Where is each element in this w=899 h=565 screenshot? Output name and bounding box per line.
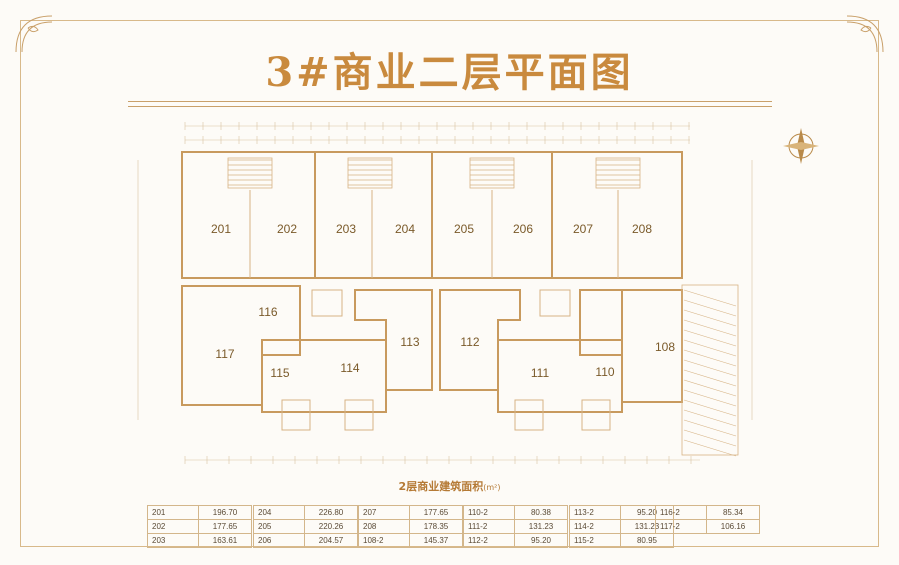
unit-number-cell: 111-2 (463, 519, 515, 534)
unit-label-207: 207 (573, 222, 593, 236)
area-value-cell: 80.38 (514, 505, 568, 520)
unit-number-cell: 115-2 (569, 533, 621, 548)
upper-shops-walls (181, 151, 683, 279)
corner-ornament-top-right (846, 15, 884, 53)
unit-number-cell: 203 (147, 533, 199, 548)
unit-number-cell: 116-2 (655, 505, 707, 520)
unit-number-cell: 201 (147, 505, 199, 520)
upper-shops-partitions (249, 190, 619, 278)
compass-rose-icon (783, 128, 819, 164)
unit-number-cell: 206 (253, 533, 305, 548)
lower-units-walls (181, 285, 683, 413)
unit-number-cell: 112-2 (463, 533, 515, 548)
unit-number-cell: 202 (147, 519, 199, 534)
unit-label-110: 110 (595, 365, 614, 379)
unit-label-117: 117 (215, 347, 234, 361)
area-value-cell: 85.34 (706, 505, 760, 520)
area-value-cell: 131.23 (514, 519, 568, 534)
unit-label-112: 112 (460, 335, 479, 349)
area-value-cell: 204.57 (304, 533, 358, 548)
unit-label-201: 201 (211, 222, 231, 236)
unit-number-cell: 117-2 (655, 519, 707, 534)
stair-cores-upper (227, 157, 641, 189)
area-value-cell: 145.37 (409, 533, 463, 548)
area-table-heading: 2层商业建筑面积 (398, 480, 484, 493)
area-unit: (m²) (483, 483, 501, 492)
title-divider (128, 101, 772, 107)
dimension-lines (137, 125, 753, 461)
area-value-cell: 106.16 (706, 519, 760, 534)
unit-label-202: 202 (277, 222, 297, 236)
area-value-cell: 178.35 (409, 519, 463, 534)
ramp-hatch (681, 284, 739, 456)
unit-number-cell: 204 (253, 505, 305, 520)
unit-number-cell: 113-2 (569, 505, 621, 520)
unit-label-108: 108 (655, 340, 675, 354)
unit-label-205: 205 (454, 222, 474, 236)
unit-number-cell: 208 (358, 519, 410, 534)
unit-number-cell: 108-2 (358, 533, 410, 548)
unit-label-115: 115 (270, 366, 289, 380)
unit-label-111: 111 (531, 366, 550, 380)
unit-label-204: 204 (395, 222, 415, 236)
area-value-cell: 95.20 (514, 533, 568, 548)
area-value-cell: 80.95 (620, 533, 674, 548)
area-table-title: 2层商业建筑面积(m²) (0, 478, 899, 494)
unit-label-208: 208 (632, 222, 652, 236)
corner-ornament-top-left (15, 15, 53, 53)
floor-plan: 201 202 203 204 205 206 207 208 116 117 115 114 113 1… (137, 122, 819, 464)
page-title: 3#商业二层平面图 (265, 49, 634, 96)
area-value-cell: 220.26 (304, 519, 358, 534)
unit-label-114: 114 (340, 361, 359, 375)
area-value-cell: 163.61 (198, 533, 252, 548)
unit-number-cell: 110-2 (463, 505, 515, 520)
lower-stairs (281, 289, 611, 431)
unit-number-cell: 207 (358, 505, 410, 520)
unit-number-cell: 205 (253, 519, 305, 534)
area-value-cell: 177.65 (409, 505, 463, 520)
unit-label-203: 203 (336, 222, 356, 236)
unit-labels: 201 202 203 204 205 206 207 208 116 117 115 114 113 1… (211, 222, 675, 380)
unit-label-206: 206 (513, 222, 533, 236)
area-value-cell: 226.80 (304, 505, 358, 520)
unit-number-cell: 114-2 (569, 519, 621, 534)
area-value-cell: 177.65 (198, 519, 252, 534)
unit-label-116: 116 (258, 305, 277, 319)
dimension-ticks (184, 122, 692, 464)
area-value-cell: 196.70 (198, 505, 252, 520)
unit-label-113: 113 (400, 335, 419, 349)
